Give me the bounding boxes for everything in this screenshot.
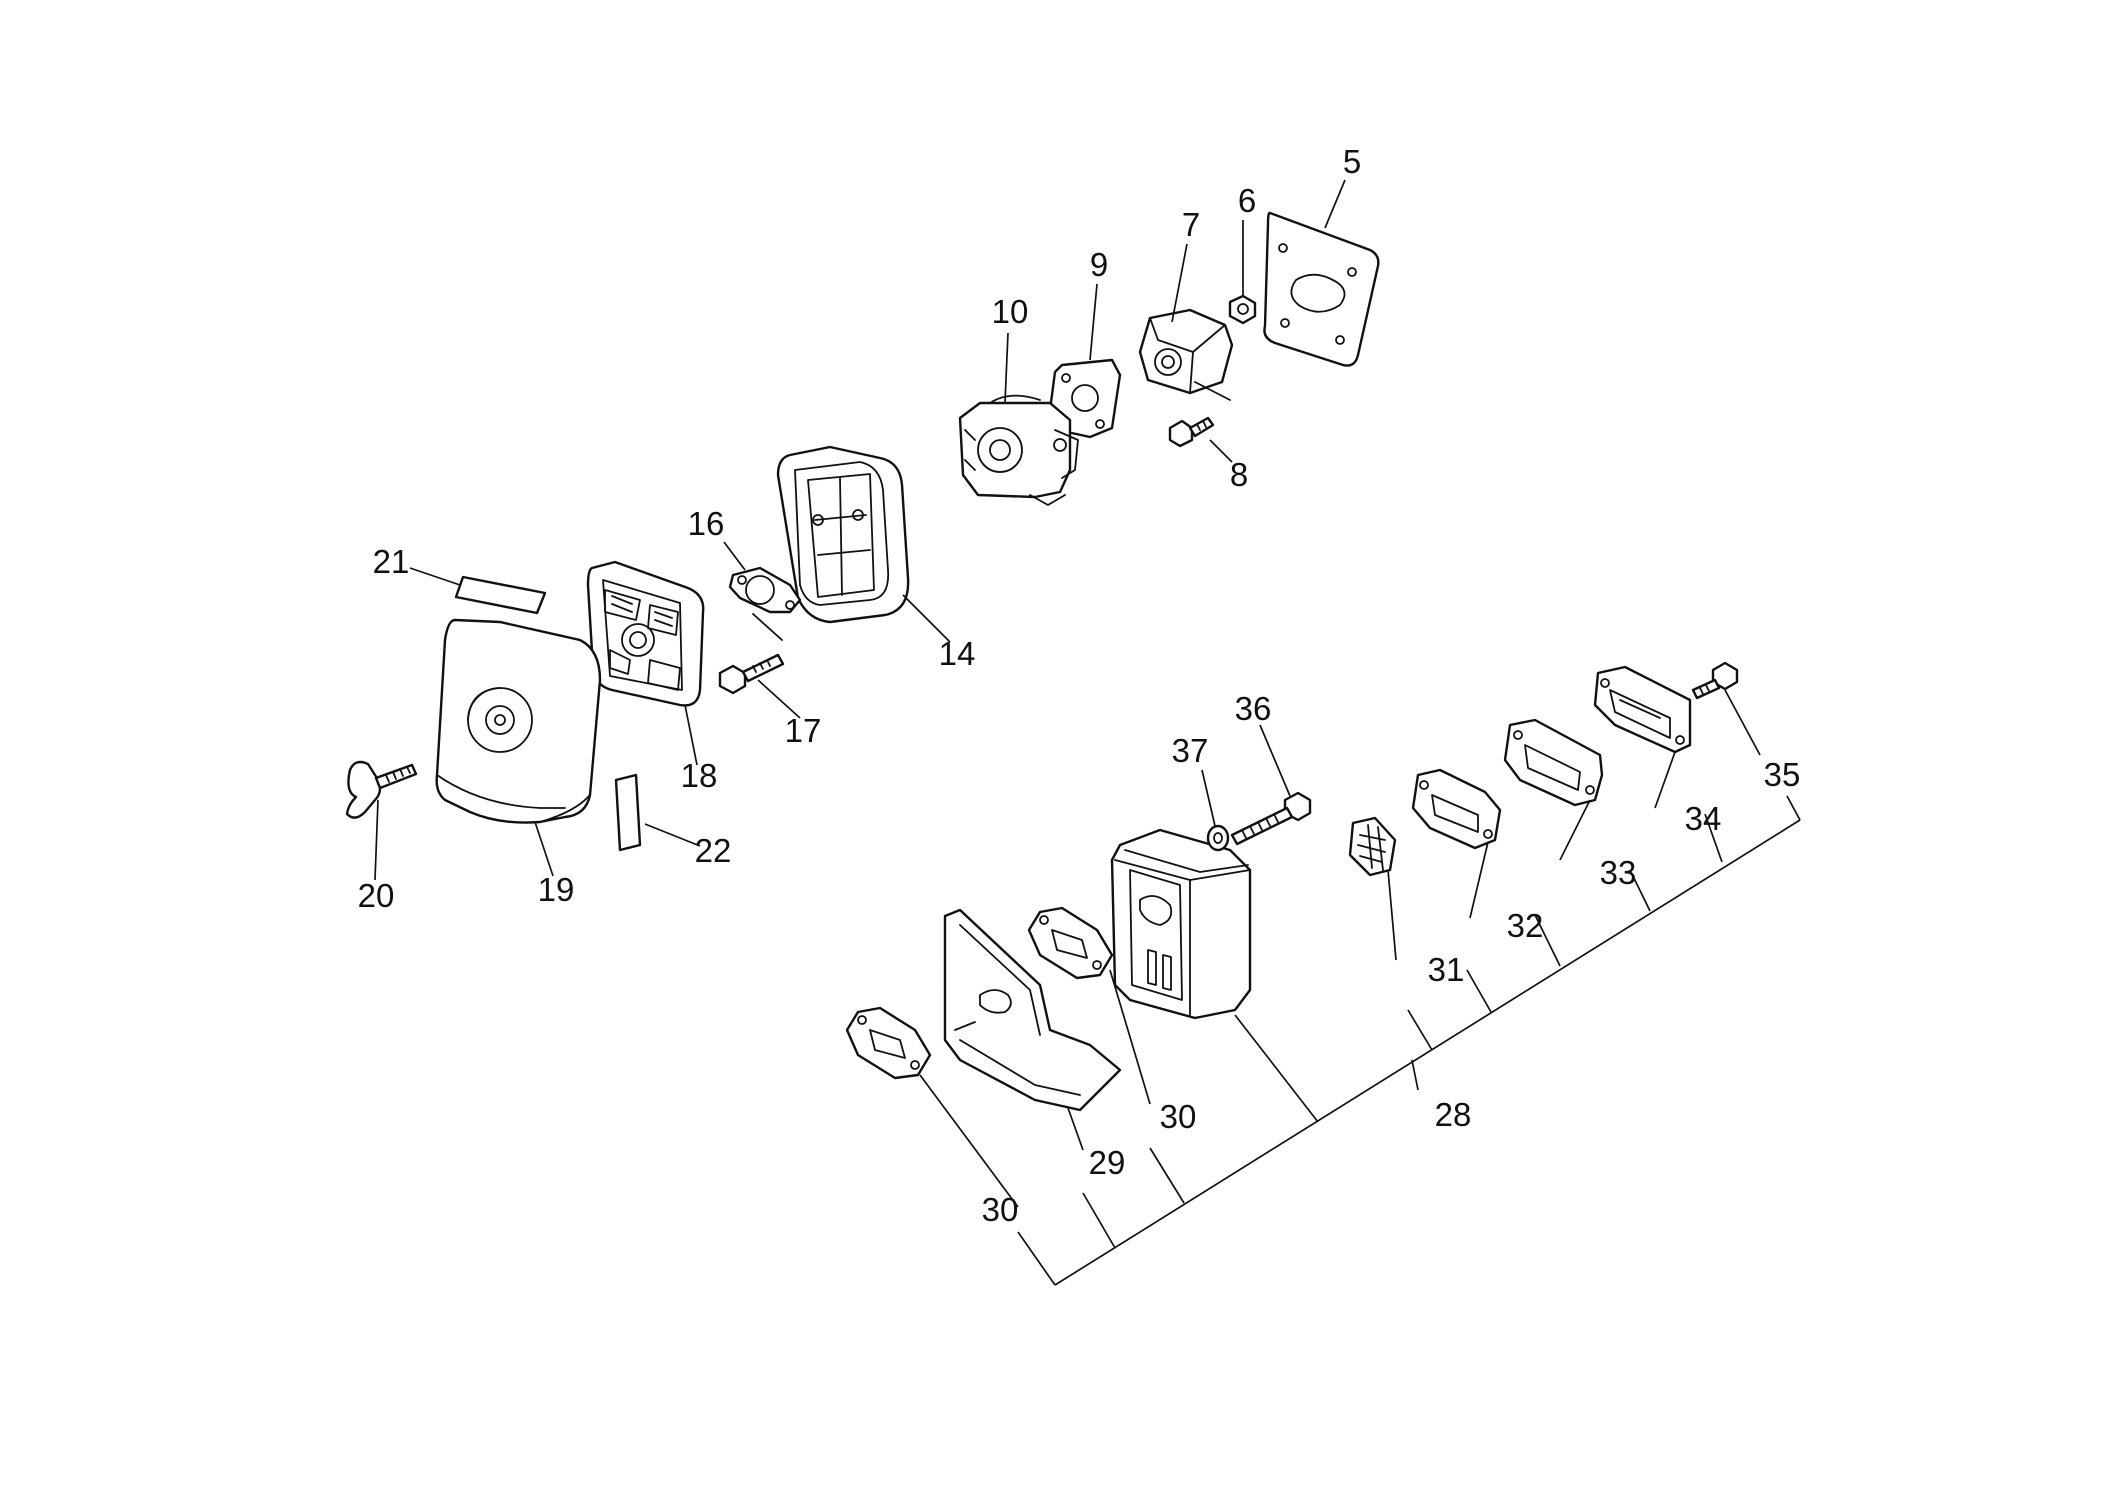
part-14-air-cleaner-base — [776, 445, 910, 624]
callout-c30a: 30 — [1160, 1098, 1197, 1135]
callout-c35: 35 — [1764, 756, 1801, 793]
callout-c30b: 30 — [982, 1191, 1019, 1228]
part-7-insulator — [1138, 308, 1234, 401]
part-22-label — [614, 773, 642, 852]
leader-lines — [374, 179, 1801, 1286]
callout-c16: 16 — [688, 505, 725, 542]
callout-c20: 20 — [358, 877, 395, 914]
part-muffler-body — [1110, 828, 1252, 1020]
callout-c29: 29 — [1089, 1144, 1126, 1181]
part-17-bolt — [718, 653, 785, 695]
part-35-bolt — [1691, 661, 1739, 700]
callout-c22: 22 — [695, 832, 732, 869]
part-37-washer — [1206, 824, 1230, 852]
part-34-cover-plate — [1593, 665, 1692, 754]
callout-c9: 9 — [1090, 246, 1108, 283]
part-32-gasket — [1411, 768, 1502, 850]
callout-c37: 37 — [1172, 732, 1209, 769]
part-19-air-cleaner-cover — [435, 618, 602, 824]
part-30-gasket-upper — [1027, 906, 1114, 980]
callout-c17: 17 — [785, 712, 822, 749]
part-20-wing-screw — [345, 760, 418, 819]
part-21-label — [454, 575, 547, 615]
part-31-spark-screen — [1348, 816, 1397, 877]
part-8-bolt — [1168, 416, 1215, 448]
callout-c7: 7 — [1182, 206, 1200, 243]
part-5-gasket — [1263, 211, 1380, 367]
callout-c6: 6 — [1238, 182, 1256, 219]
part-36-bolt — [1230, 791, 1312, 846]
callout-c31: 31 — [1428, 951, 1465, 988]
part-33-plate — [1503, 718, 1604, 807]
part-6-nut — [1228, 294, 1257, 325]
callout-c5: 5 — [1343, 143, 1361, 180]
callout-c32: 32 — [1507, 907, 1544, 944]
callout-c14: 14 — [939, 635, 976, 672]
callout-c33: 33 — [1600, 854, 1637, 891]
callout-c8: 8 — [1230, 456, 1248, 493]
callout-c19: 19 — [538, 871, 575, 908]
part-18-air-filter — [586, 560, 705, 707]
callout-c36: 36 — [1235, 690, 1272, 727]
callout-c18: 18 — [681, 757, 718, 794]
callout-labels: 5 6 7 8 9 10 14 16 17 18 19 20 21 22 28 29 30 30 31 32 33 34 3… — [358, 143, 1801, 1228]
callout-c34: 34 — [1685, 800, 1722, 837]
callout-c21: 21 — [373, 543, 410, 580]
part-10-carburetor — [958, 394, 1079, 506]
part-29-heat-shield — [943, 908, 1122, 1112]
part-16-choke-plate — [728, 566, 802, 641]
callout-c10: 10 — [992, 293, 1029, 330]
callout-c28: 28 — [1435, 1096, 1472, 1133]
part-30-gasket-left — [845, 1006, 932, 1080]
